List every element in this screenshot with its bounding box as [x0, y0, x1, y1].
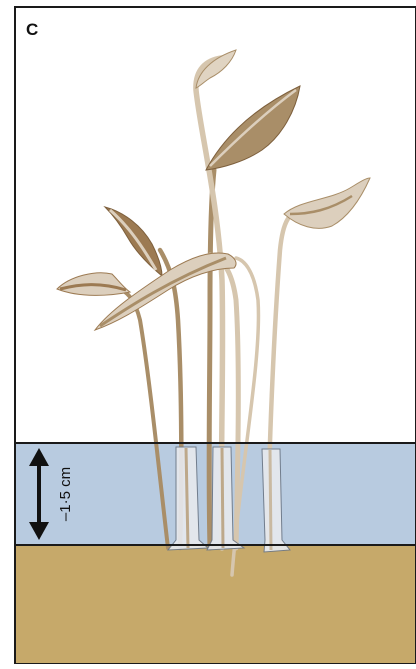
- tube-stem-1: [186, 448, 188, 548]
- tube-stem-2: [222, 448, 223, 548]
- sediment-layer: [15, 545, 416, 664]
- depth-label: –1·5 cm: [57, 467, 74, 521]
- panel-letter: C: [26, 20, 38, 40]
- tube-stem-3: [270, 450, 271, 550]
